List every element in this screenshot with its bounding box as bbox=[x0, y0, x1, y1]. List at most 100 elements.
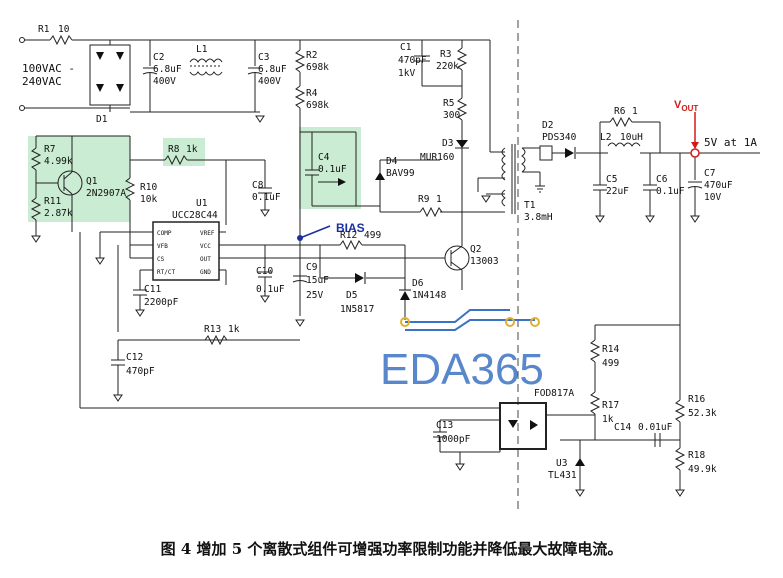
input-stage bbox=[19, 34, 300, 113]
label-c12-val: 470pF bbox=[126, 366, 155, 377]
label-l2: L2 bbox=[600, 132, 611, 143]
label-d2: D2 bbox=[542, 120, 553, 131]
label-vin1: 100VAC - bbox=[22, 62, 75, 75]
label-c4: C4 bbox=[318, 152, 330, 163]
d3-diode bbox=[456, 140, 468, 148]
label-c2: C2 bbox=[153, 52, 164, 63]
label-c1-v2: 1kV bbox=[398, 68, 415, 79]
label-c11: C11 bbox=[144, 284, 161, 295]
pin-vcc: VCC bbox=[200, 243, 211, 250]
label-r11-val: 2.87k bbox=[44, 208, 73, 219]
label-vin2: 240VAC bbox=[22, 75, 62, 88]
label-u3: U3 bbox=[556, 458, 567, 469]
label-c3-v2: 400V bbox=[258, 76, 281, 87]
label-r1-val: 10 bbox=[58, 24, 70, 35]
label-r14-val: 499 bbox=[602, 358, 619, 369]
snubber bbox=[300, 39, 505, 240]
label-r12: R12 bbox=[340, 230, 357, 241]
label-c9-v1: 15uF bbox=[306, 275, 329, 286]
svg-text:EDA365: EDA365 bbox=[380, 345, 544, 394]
label-c4-val: 0.1uF bbox=[318, 164, 347, 175]
transformer-t1 bbox=[440, 144, 541, 214]
label-r4-val: 698k bbox=[306, 100, 329, 111]
label-c13: C13 bbox=[436, 420, 453, 431]
label-c3-v1: 6.8uF bbox=[258, 64, 287, 75]
label-u3-val: TL431 bbox=[548, 470, 577, 481]
label-r13-val: 1k bbox=[228, 324, 240, 335]
label-c2-v2: 400V bbox=[153, 76, 176, 87]
label-c9: C9 bbox=[306, 262, 318, 273]
pin-cs: CS bbox=[157, 256, 165, 263]
label-r3-val: 220k bbox=[436, 61, 459, 72]
highlight-r8-zone bbox=[163, 138, 205, 166]
label-t1-val: 3.8mH bbox=[524, 212, 553, 223]
label-bias: BIAS bbox=[336, 221, 365, 235]
d2-diode bbox=[565, 148, 574, 158]
q1-network bbox=[30, 135, 227, 258]
ground-symbols bbox=[31, 115, 700, 497]
label-c8: C8 bbox=[252, 180, 264, 191]
label-c9-v2: 25V bbox=[306, 290, 323, 301]
label-r8: R8 bbox=[168, 144, 180, 155]
label-d5-val: 1N5817 bbox=[340, 304, 374, 315]
label-r18-val: 49.9k bbox=[688, 464, 717, 475]
label-q2: Q2 bbox=[470, 244, 481, 255]
label-d5: D5 bbox=[346, 290, 357, 301]
schematic-diagram: EDA365 R1 10 100VAC - 240VAC C2 6.8uF 40… bbox=[19, 20, 760, 510]
figure-caption: 图 4 增加 5 个离散式组件可增强功率限制功能并降低最大故障电流。 bbox=[160, 540, 623, 558]
label-d6: D6 bbox=[412, 278, 424, 289]
u1-controller bbox=[152, 221, 220, 281]
label-c1: C1 bbox=[400, 42, 412, 53]
label-r16: R16 bbox=[688, 394, 705, 405]
bias-network bbox=[300, 131, 443, 218]
label-d3-val: MUR160 bbox=[420, 152, 455, 163]
label-c8-val: 0.1uF bbox=[252, 192, 281, 203]
label-r17: R17 bbox=[602, 400, 619, 411]
pin-vref: VREF bbox=[200, 230, 215, 237]
label-r13: R13 bbox=[204, 324, 221, 335]
label-c2-v1: 6.8uF bbox=[153, 64, 182, 75]
label-c5: C5 bbox=[606, 174, 617, 185]
label-r1: R1 bbox=[38, 24, 50, 35]
pin-gnd: GND bbox=[200, 269, 211, 276]
label-c13-val: 1000pF bbox=[436, 434, 471, 445]
label-c10: C10 bbox=[256, 266, 273, 277]
feedback-network bbox=[433, 324, 686, 490]
watermark-logo: EDA365 bbox=[380, 309, 544, 394]
highlight-q1-zone bbox=[28, 136, 130, 222]
label-l1: L1 bbox=[196, 44, 208, 55]
label-c6-val: 0.1uF bbox=[656, 186, 685, 197]
label-r11: R11 bbox=[44, 196, 61, 207]
label-r4: R4 bbox=[306, 88, 318, 99]
label-l2-val: 10uH bbox=[620, 132, 643, 143]
label-c10-val: 0.1uF bbox=[256, 284, 285, 295]
label-d4: D4 bbox=[386, 156, 398, 167]
label-c1-v1: 470pF bbox=[398, 55, 427, 66]
label-r10-val: 10k bbox=[140, 194, 157, 205]
label-c3: C3 bbox=[258, 52, 269, 63]
label-q1: Q1 bbox=[86, 176, 98, 187]
label-r2: R2 bbox=[306, 50, 317, 61]
component-labels: R1 10 100VAC - 240VAC C2 6.8uF 400V L1 C… bbox=[22, 24, 757, 481]
label-q1-val: 2N2907A bbox=[86, 188, 126, 199]
label-r9-val: 1 bbox=[436, 194, 442, 205]
pin-vfb: VFB bbox=[157, 243, 168, 250]
label-d1: D1 bbox=[96, 114, 108, 125]
label-r7: R7 bbox=[44, 144, 55, 155]
label-r10: R10 bbox=[140, 182, 157, 193]
label-vout: VOUT bbox=[674, 99, 698, 113]
label-r2-val: 698k bbox=[306, 62, 329, 73]
label-u1-val: UCC28C44 bbox=[172, 210, 218, 221]
pin-out: OUT bbox=[200, 256, 211, 263]
bridge-diodes bbox=[96, 52, 124, 92]
q2-network bbox=[300, 239, 470, 320]
label-c6: C6 bbox=[656, 174, 668, 185]
label-r6: R6 bbox=[614, 106, 626, 117]
label-c5-val: 22uF bbox=[606, 186, 629, 197]
pin-comp: COMP bbox=[157, 230, 172, 237]
label-r8-val: 1k bbox=[186, 144, 198, 155]
label-d3: D3 bbox=[442, 138, 453, 149]
label-c7: C7 bbox=[704, 168, 715, 179]
label-r9: R9 bbox=[418, 194, 430, 205]
label-r3: R3 bbox=[440, 49, 451, 60]
